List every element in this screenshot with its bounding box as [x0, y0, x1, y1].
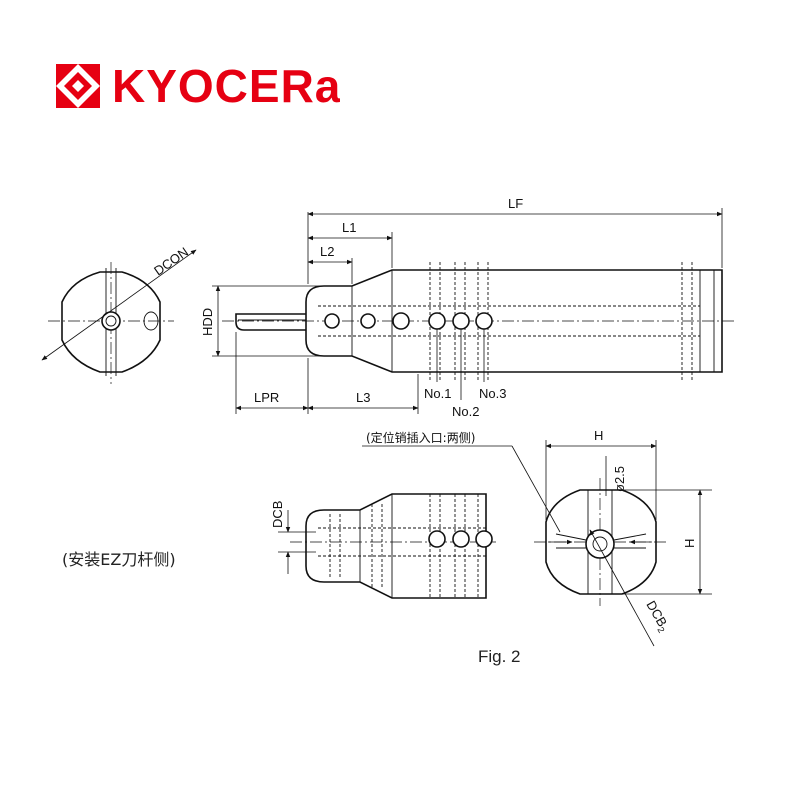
no1-label: No.1 [424, 386, 451, 401]
figure-caption: Fig. 2 [478, 647, 521, 666]
kyocera-logo-wordmark: KYOCERa [112, 60, 340, 112]
diam25-label: ø2.5 [612, 466, 627, 492]
pin-end-view: H H ø2.5 DCB2 (定位销插入口:两侧) [362, 428, 712, 647]
lpr-label: LPR [254, 390, 279, 405]
kyocera-logo-mark [56, 64, 100, 108]
h-side-label: H [682, 539, 697, 548]
dcon-label: DCON [151, 244, 191, 278]
ez-side-view: DCB [270, 493, 496, 599]
h-top-label: H [594, 428, 603, 443]
l2-label: L2 [320, 244, 334, 259]
lf-label: LF [508, 196, 523, 211]
dcb2-label: DCB2 [642, 598, 673, 635]
end-view: DCON [41, 244, 197, 384]
screw-hole [392, 312, 410, 330]
hdd-label: HDD [200, 308, 215, 336]
no3-label: No.3 [479, 386, 506, 401]
pin-hole-note: (定位销插入口:两侧) [366, 430, 475, 445]
screw-hole-no2 [452, 312, 470, 330]
main-side-view: LF L1 L2 HDD LPR L3 No.1 No.2 No.3 [200, 196, 736, 419]
screw-hole-no1 [428, 312, 446, 330]
screw-hole [324, 313, 340, 329]
ez-side-note: (安装EZ刀杆侧) [62, 550, 176, 569]
kyocera-logo: KYOCERa [56, 60, 340, 112]
l1-label: L1 [342, 220, 356, 235]
no2-label: No.2 [452, 404, 479, 419]
dcb-label: DCB [270, 501, 285, 528]
screw-hole [360, 313, 376, 329]
l3-label: L3 [356, 390, 370, 405]
screw-hole-no3 [475, 312, 493, 330]
